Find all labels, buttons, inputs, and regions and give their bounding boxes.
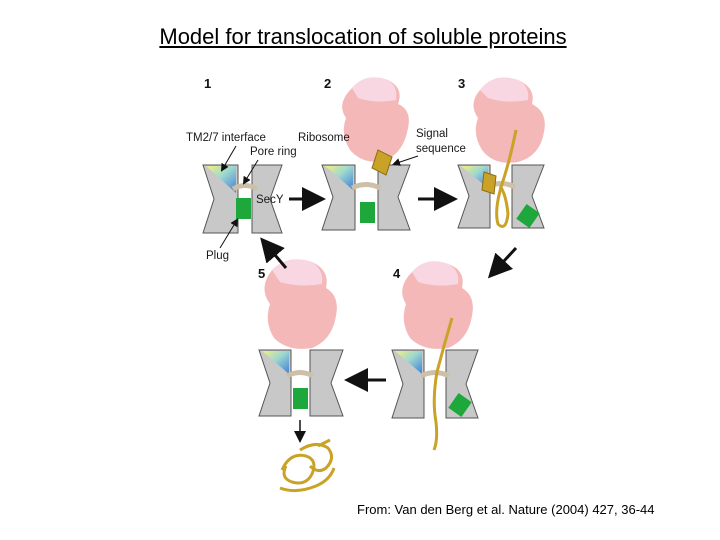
signal-sequence-helix [371, 149, 393, 176]
tm-interface-label: TM2/7 interface [186, 132, 266, 144]
channel-right-half [377, 164, 411, 231]
panel-5 [258, 259, 344, 493]
pore-ring-label: Pore ring [250, 146, 297, 158]
channel-right-half [251, 164, 283, 234]
plug [448, 393, 472, 417]
step-number-2: 2 [324, 76, 331, 91]
folded-protein [279, 438, 336, 493]
step-number-5: 5 [258, 266, 265, 281]
plug [516, 204, 540, 228]
step-number-4: 4 [393, 266, 401, 281]
signal-sequence-label-line1: Signal [416, 128, 448, 140]
panel-3 [457, 77, 545, 229]
secy-label: SecY [256, 194, 284, 206]
pore-ring [350, 182, 382, 191]
arrow-5-to-1 [260, 237, 288, 269]
plug [360, 202, 375, 223]
plug-label: Plug [206, 250, 229, 262]
plug [236, 198, 251, 219]
arrow-3-to-4 [487, 246, 518, 279]
pore-ring [419, 370, 451, 379]
panel-4 [391, 261, 479, 451]
signal-sequence-helix [481, 171, 497, 195]
step-number-3: 3 [458, 76, 465, 91]
signal-sequence-label-line2: sequence [416, 143, 466, 155]
ribosome-label: Ribosome [298, 132, 350, 144]
pore-ring [231, 183, 259, 192]
plug [293, 388, 308, 409]
nascent-chain [495, 129, 518, 228]
channel-right-half [309, 349, 344, 417]
pore-ring [285, 370, 315, 379]
page-title: Model for translocation of soluble prote… [159, 24, 567, 49]
nascent-chain [432, 317, 454, 451]
panel-2 [321, 77, 411, 231]
tm-interface-highlight [206, 166, 236, 193]
step-number-1: 1 [204, 76, 211, 91]
citation: From: Van den Berg et al. Nature (2004) … [357, 502, 655, 517]
panel-1 [202, 164, 283, 234]
